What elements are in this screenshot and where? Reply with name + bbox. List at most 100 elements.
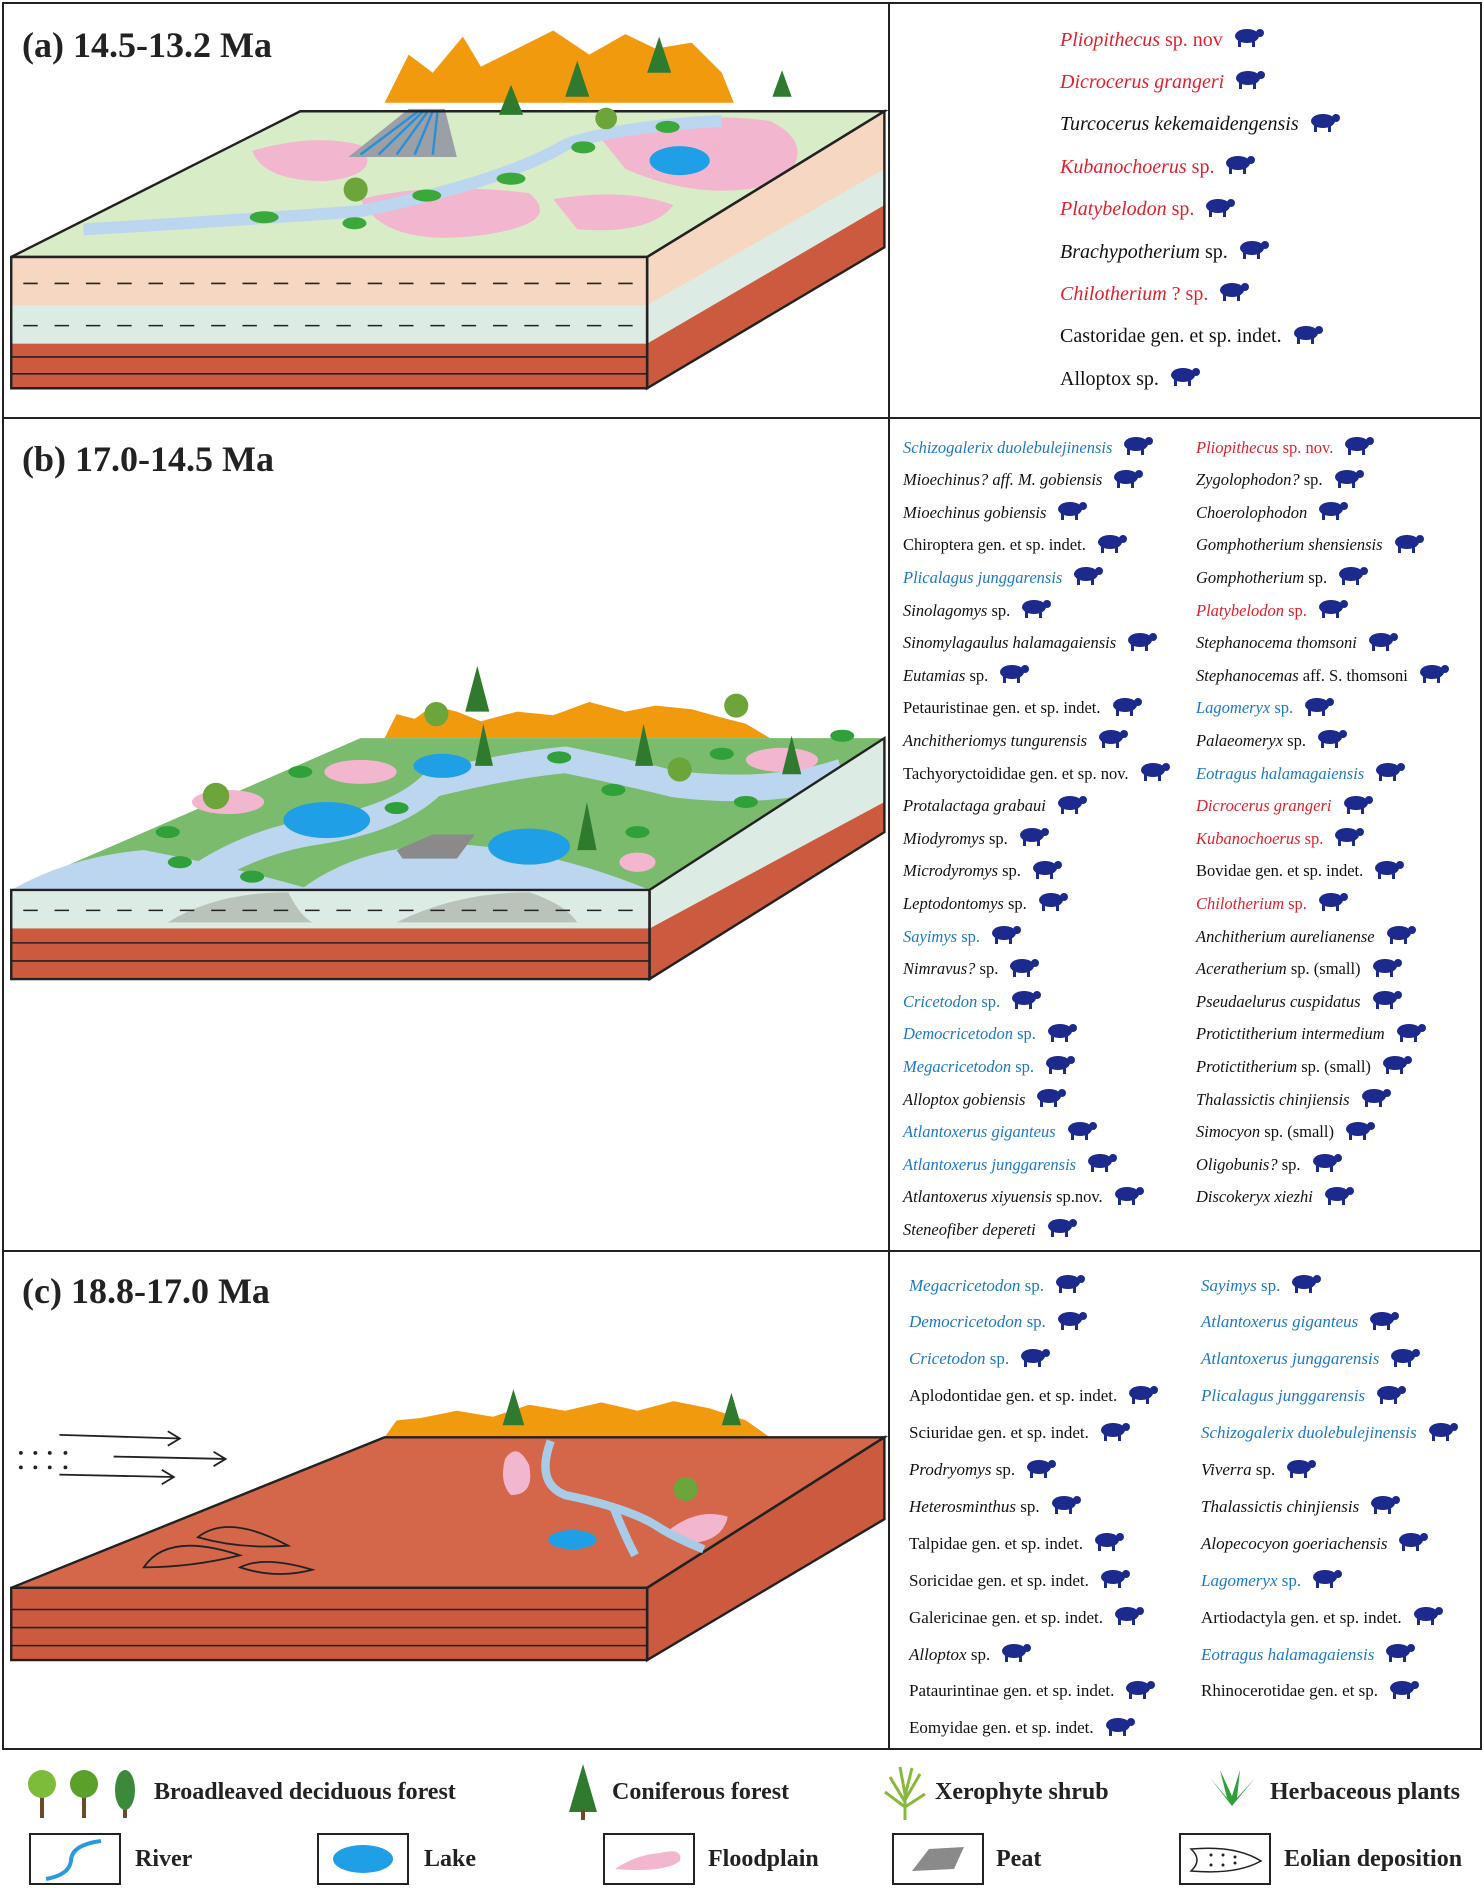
species-name: Lagomeryx sp. [1196, 698, 1293, 718]
legend-herbaceous-label: Herbaceous plants [1270, 1779, 1461, 1805]
cat-icon [1006, 956, 1040, 983]
jerboa-icon [1054, 793, 1088, 820]
river-swatch [29, 1833, 121, 1885]
species-genus: Mioechinus gobiensis [903, 502, 1047, 522]
species-genus: Discokeryx xiezhi [1196, 1187, 1313, 1207]
squirrel-icon [1122, 1678, 1156, 1705]
legend-peat-label: Peat [996, 1846, 1042, 1872]
species-name: Soricidae gen. et sp. indet. [909, 1571, 1089, 1591]
species-name: Lagomeryx sp. [1201, 1571, 1301, 1591]
species-list-item: Leptodontomys sp. [903, 890, 1069, 917]
bison-icon [1371, 858, 1405, 885]
species-genus: Kubanochoerus [1196, 828, 1301, 848]
rodent-icon [996, 662, 1030, 689]
species-qualifier: sp. [1003, 893, 1027, 913]
species-name: Schizogalerix duolebulejinensis [1201, 1423, 1417, 1443]
species-list-item: Democricetodon sp. [903, 1021, 1078, 1048]
species-qualifier: Bovidae gen. et sp. indet. [1196, 861, 1364, 881]
species-list-item: Heterosminthus sp. [909, 1493, 1082, 1520]
species-qualifier: Talpidae gen. et sp. indet. [909, 1533, 1083, 1553]
species-genus: Pliopithecus [1060, 28, 1160, 51]
divider [2, 417, 1482, 419]
species-genus: Palaeomeryx [1196, 730, 1284, 750]
species-genus: Pseudaelurus cuspidatus [1196, 991, 1361, 1011]
species-name: Cricetodon sp. [909, 1349, 1009, 1369]
species-genus: Viverra [1201, 1460, 1252, 1479]
rhino-icon [1315, 890, 1349, 917]
species-qualifier: sp. [1186, 155, 1215, 178]
species-genus: Plicalagus junggarensis [1201, 1386, 1366, 1406]
species-name: Palaeomeryx sp. [1196, 731, 1306, 751]
legend-river-label: River [135, 1846, 193, 1872]
species-genus: Kubanochoerus [1060, 155, 1187, 178]
pig-icon [1331, 825, 1365, 852]
species-list-item: Nimravus? sp. [903, 956, 1040, 983]
species-list-item: Lagomeryx sp. [1201, 1567, 1343, 1594]
squirrel-icon [1064, 1119, 1098, 1146]
rabbit-icon [1033, 1086, 1067, 1113]
species-list-item: Alloptox gobiensis [903, 1086, 1067, 1113]
hedgehog-icon [1110, 467, 1144, 494]
species-name: Petauristinae gen. et sp. indet. [903, 698, 1101, 718]
species-name: Heterosminthus sp. [909, 1497, 1040, 1517]
species-list-item: Discokeryx xiezhi [1196, 1184, 1355, 1211]
species-list-item: Plicalagus junggarensis [1201, 1383, 1407, 1410]
species-list-item: Palaeomeryx sp. [1196, 727, 1348, 754]
species-list-item: Lagomeryx sp. [1196, 695, 1335, 722]
species-genus: Anchitherium aurelianense [1196, 926, 1375, 946]
hyena-icon [1358, 1086, 1392, 1113]
species-name: Atlantoxerus giganteus [903, 1122, 1056, 1142]
species-qualifier: sp. [1012, 1024, 1036, 1044]
species-genus: Prodryomys [909, 1460, 992, 1479]
species-genus: Atlantoxerus junggarensis [903, 1154, 1077, 1174]
species-name: Eotragus halamagaiensis [1201, 1645, 1374, 1665]
legend-floodplain-label: Floodplain [708, 1846, 819, 1872]
species-qualifier: Petauristinae gen. et sp. indet. [903, 698, 1101, 718]
species-list-item: Anchitheriomys tungurensis [903, 727, 1129, 754]
species-name: Galericinae gen. et sp. indet. [909, 1608, 1103, 1628]
legend-lake-label: Lake [424, 1846, 477, 1872]
rabbit-icon [1070, 564, 1104, 591]
species-list-item: Artiodactyla gen. et sp. indet. [1201, 1604, 1444, 1631]
species-genus: Miodyromys [903, 828, 985, 848]
species-list-item: Kubanochoerus sp. [1060, 153, 1256, 181]
legend-coniferous-label: Coniferous forest [612, 1779, 790, 1805]
species-name: Protictitherium intermedium [1196, 1024, 1385, 1044]
rodent-icon [1054, 1309, 1088, 1336]
species-qualifier: sp. [1270, 698, 1294, 718]
species-list-item: Platybelodon sp. [1060, 196, 1236, 224]
species-qualifier: sp. [965, 665, 989, 685]
rodent-icon [1288, 1272, 1322, 1299]
rodent-icon [1124, 630, 1158, 657]
species-list-item: Sciuridae gen. et sp. indet. [909, 1420, 1131, 1447]
species-list-item: Brachypotherium sp. [1060, 238, 1270, 266]
species-qualifier: sp. [977, 991, 1001, 1011]
species-name: Pataurintinae gen. et sp. indet. [909, 1681, 1114, 1701]
species-qualifier: sp. (small) [1286, 959, 1361, 979]
giraffoid-icon [1321, 1184, 1355, 1211]
deer-icon [1309, 1567, 1343, 1594]
species-qualifier: sp. [1300, 828, 1324, 848]
shrew-icon [1097, 1567, 1131, 1594]
species-name: Thalassictis chinjiensis [1201, 1497, 1359, 1517]
species-genus: Sayimys [903, 926, 958, 946]
deer-icon [1340, 793, 1374, 820]
divider [2, 1250, 1482, 1252]
species-genus: Sinomylagaulus halamagaiensis [903, 633, 1117, 653]
species-list-item: Protictitherium sp. (small) [1196, 1053, 1413, 1080]
species-name: Mioechinus gobiensis [903, 503, 1046, 523]
rabbit-icon [1018, 597, 1052, 624]
species-name: Protictitherium sp. (small) [1196, 1057, 1371, 1077]
primate-icon [1231, 26, 1265, 54]
species-genus: Megacricetodon [909, 1275, 1021, 1295]
species-list-item: Galericinae gen. et sp. indet. [909, 1604, 1145, 1631]
species-name: Chiroptera gen. et sp. indet. [903, 535, 1086, 555]
species-qualifier: Soricidae gen. et sp. indet. [909, 1570, 1089, 1590]
species-name: Megacricetodon sp. [909, 1276, 1044, 1296]
species-list-item: Viverra sp. [1201, 1457, 1317, 1484]
species-name: Protalactaga grabaui [903, 796, 1046, 816]
species-qualifier: sp. [1016, 1496, 1040, 1516]
species-name: Aceratherium sp. (small) [1196, 959, 1361, 979]
species-genus: Steneofiber depereti [903, 1219, 1036, 1239]
species-list-item: Microdyromys sp. [903, 858, 1063, 885]
